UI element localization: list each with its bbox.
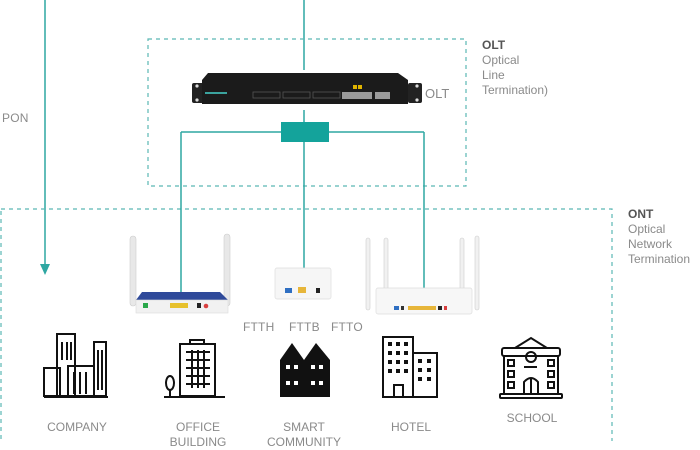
fttx-label-ftth: FTTH [243,320,275,334]
ont-legend-line: Termination [628,252,691,266]
building-label-company: COMPANY [47,420,107,434]
pon-label: PON [2,111,29,125]
optical-splitter [281,122,329,142]
building-label-office: OFFICE BUILDING [169,420,227,449]
houses-icon [280,343,330,397]
olt-legend-line: Termination) [482,83,549,97]
ont-legend-line: Optical [628,222,666,236]
ont-legend-line: Network [628,237,673,251]
olt-legend-title: OLT [482,38,506,52]
pon-arrow-head [40,264,50,275]
olt-legend-line: Line [482,68,505,82]
office-building-icon [164,339,225,398]
building-label-hotel: HOTEL [390,420,431,434]
ont-router-white-icon [365,235,480,315]
building-label-school: SCHOOL [506,411,558,425]
fttx-label-ftto: FTTO [331,320,363,334]
ont-router-blue-icon [129,233,231,314]
fttx-label-fttb: FTTB [289,320,320,334]
ont-box-white-icon [274,267,332,300]
school-icon [499,336,563,399]
olt-legend-line: Optical [482,53,520,67]
ont-legend-title: ONT [628,207,654,221]
ont-zone-box [0,208,613,441]
building-label-community: SMART COMMUNITY [267,420,341,449]
olt-zone-box [147,38,467,187]
hotel-icon [382,336,438,398]
olt-legend: OLT Optical Line Termination) [482,38,548,98]
olt-device-icon [192,73,422,104]
city-buildings-icon [43,333,108,398]
olt-device-label: OLT [425,86,450,101]
ont-legend: ONT Optical Network Termination [628,207,690,267]
